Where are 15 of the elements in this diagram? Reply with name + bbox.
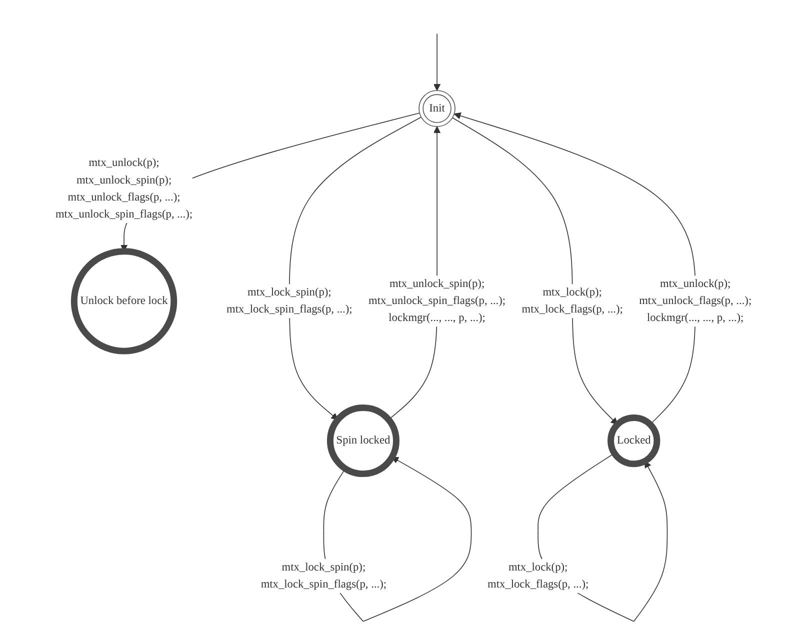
edge-label: mtx_lock_spin(p); mtx_lock_spin_flags(p, ...); — [261, 561, 388, 591]
arrow — [289, 116, 422, 420]
edge-label: mtx_unlock(p); mtx_unlock_spin(p); mtx_unlock_flags(p, ...); mtx_unlock_spin_flags(p, ...); — [56, 157, 194, 221]
arrow — [454, 112, 696, 425]
edge-label: mtx_lock_spin(p); mtx_lock_spin_flags(p, ...); — [227, 286, 353, 316]
arrow — [434, 33, 442, 91]
edge-label: mtx_lock(p); mtx_lock_flags(p, ...); — [522, 286, 624, 316]
edge-label: mtx_lock(p); mtx_lock_flags(p, ...); — [488, 561, 590, 591]
node-circle: Locked — [608, 414, 661, 468]
node-circle: Spin locked — [327, 404, 400, 478]
edge-label: mtx_unlock_spin(p); mtx_unlock_spin_flags(p, ...); lockmgr(..., ..., p, ...); — [368, 278, 506, 324]
node-circle: Unlock before lock — [71, 248, 178, 354]
node-circle: Init — [419, 90, 456, 127]
edge-label: mtx_unlock(p); mtx_unlock_flags(p, ...); lockmgr(..., ..., p, ...); — [640, 278, 752, 324]
arrow — [452, 117, 618, 425]
